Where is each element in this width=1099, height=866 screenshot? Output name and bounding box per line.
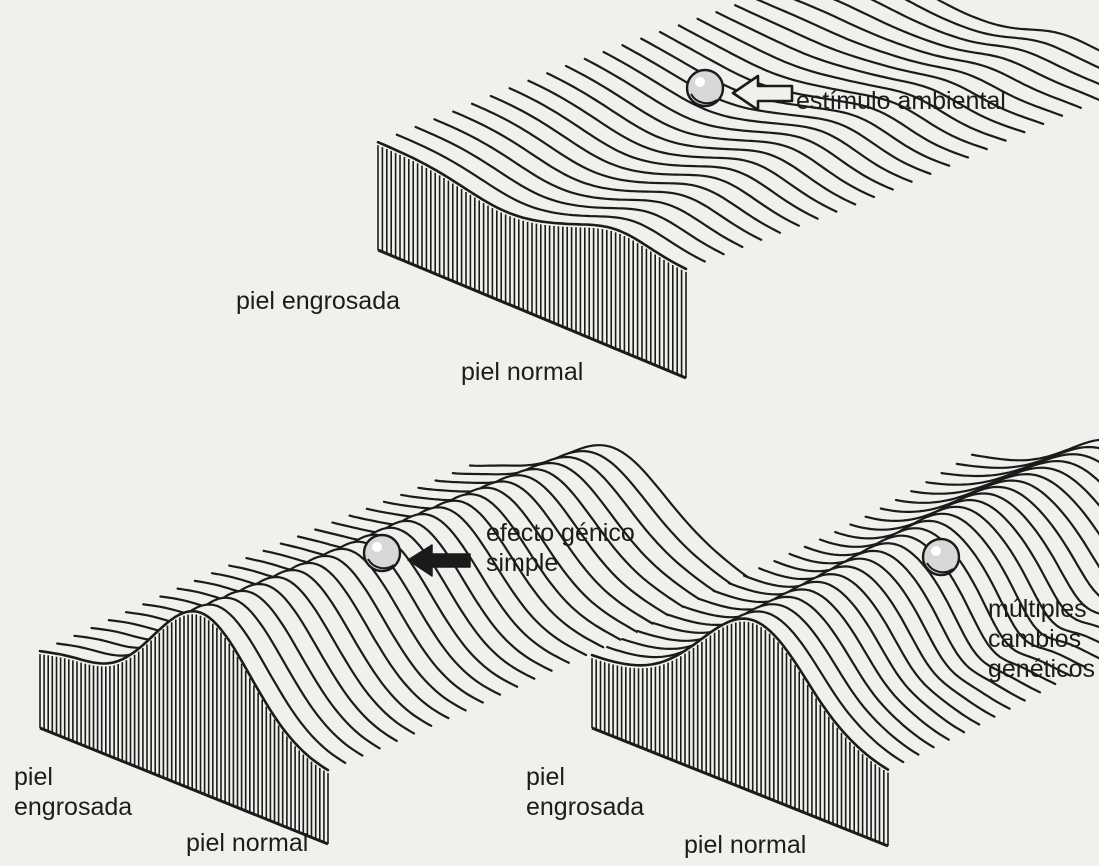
label-normal-skin-br: piel normal	[684, 830, 806, 860]
label-thick-skin-bl-line1: piel	[14, 762, 53, 792]
label-thick-skin-top: piel engrosada	[236, 286, 400, 316]
label-multi-line1: múltiples	[988, 594, 1087, 624]
label-thick-skin-br-line2: engrosada	[526, 792, 644, 822]
label-multi-line2: cambios	[988, 624, 1081, 654]
panel-environmental-stimulus	[378, 0, 1099, 378]
ball-bottom-right-icon	[923, 539, 959, 575]
label-thick-skin-br-line1: piel	[526, 762, 565, 792]
label-gene-effect-line2: simple	[486, 548, 558, 578]
ball-bottom-left-icon	[364, 535, 400, 571]
label-environmental-stimulus: estímulo ambiental	[796, 86, 1006, 116]
label-normal-skin-top: piel normal	[461, 357, 583, 387]
label-gene-effect-line1: efecto génico	[486, 518, 635, 548]
label-normal-skin-bl: piel normal	[186, 828, 308, 858]
label-thick-skin-bl-line2: engrosada	[14, 792, 132, 822]
ball-top-icon	[687, 70, 723, 106]
label-multi-line3: genéticos	[988, 654, 1095, 684]
